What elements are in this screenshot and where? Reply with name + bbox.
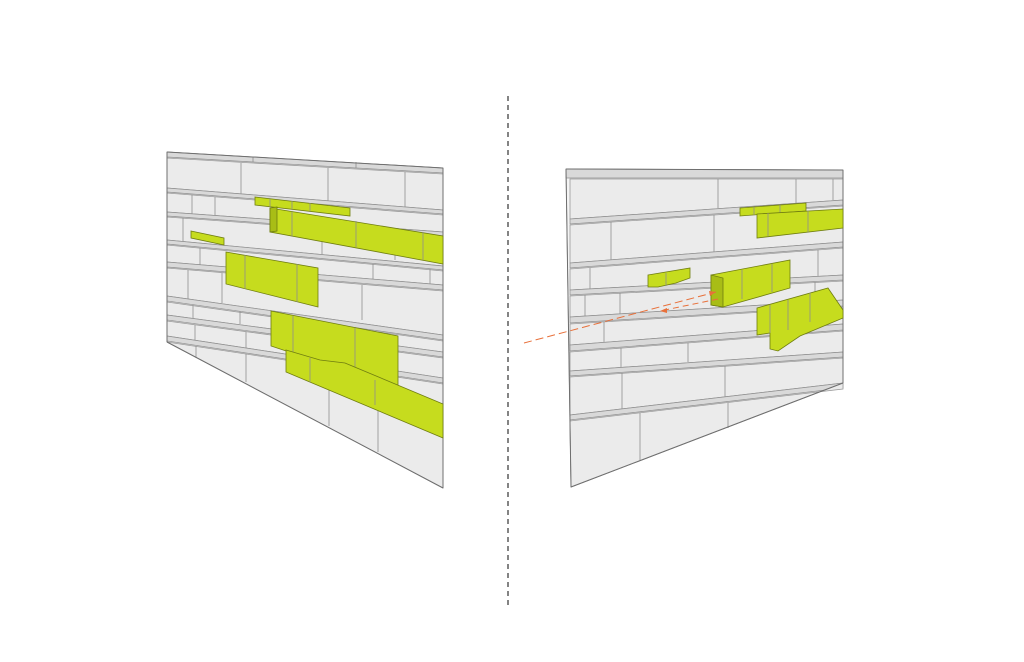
green-block-right-2 — [756, 208, 844, 239]
green-block-right-3 — [647, 267, 691, 288]
arrow-head-right — [709, 291, 716, 296]
arrow-head-left — [660, 308, 667, 313]
green-block-left-2 — [269, 206, 444, 265]
green-block-left-1 — [254, 196, 351, 217]
green-block-left-3 — [190, 230, 225, 246]
arrow-line-long — [523, 291, 717, 344]
green-block-left-6 — [285, 349, 444, 439]
wall-left — [166, 151, 444, 489]
green-block-left-4 — [225, 251, 319, 308]
wall-right — [523, 168, 844, 488]
sight-arrows — [523, 291, 719, 344]
green-block-right-4 — [710, 259, 791, 308]
green-block-right-5 — [756, 287, 844, 352]
